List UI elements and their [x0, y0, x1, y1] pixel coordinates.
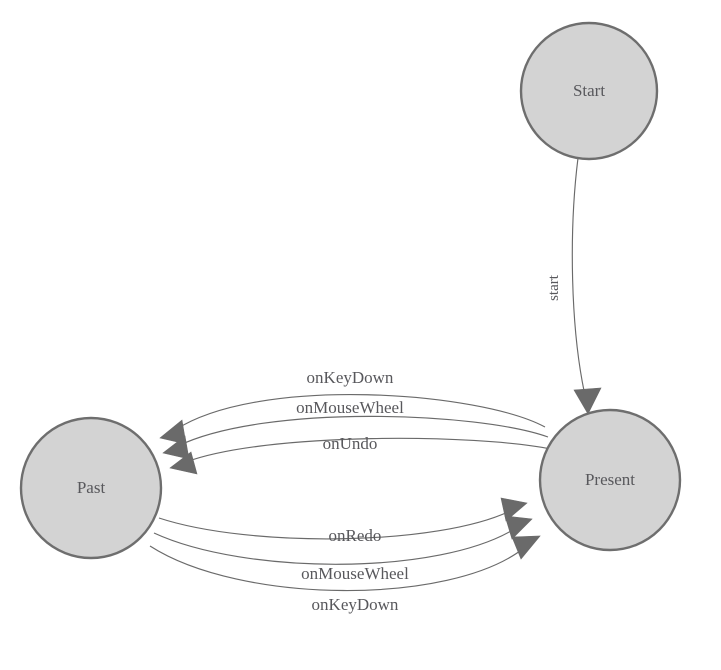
edge-present-to-past-onkeydown[interactable]: onKeyDown: [159, 368, 546, 445]
arrowhead-into-past-2: [162, 435, 190, 460]
edge-lower-2-path: [153, 527, 517, 565]
edge-lower-3-path: [149, 545, 525, 592]
node-past[interactable]: Past: [19, 416, 163, 560]
node-start-circle[interactable]: [519, 21, 659, 161]
arrowhead-into-present-top: [573, 387, 602, 415]
edge-group-past-to-present: onRedo onMouseWheel onKeyDown: [149, 497, 541, 614]
arrowhead-into-past-1: [159, 419, 187, 445]
arrowhead-into-present-2: [504, 515, 533, 540]
edge-upper-1-path: [174, 393, 546, 431]
node-start-label: Start: [573, 81, 605, 100]
node-past-circle[interactable]: [19, 416, 163, 560]
node-start[interactable]: Start: [519, 21, 659, 161]
edge-label-lower-1: onRedo: [329, 526, 382, 545]
edge-start-path: [571, 157, 587, 401]
node-present-circle[interactable]: [538, 408, 682, 552]
edge-label-lower-3: onKeyDown: [312, 595, 399, 614]
arrowhead-into-present-1: [500, 497, 528, 522]
edge-label-upper-3: onUndo: [323, 434, 378, 453]
edge-label-upper-1: onKeyDown: [307, 368, 394, 387]
edge-label-lower-2: onMouseWheel: [301, 564, 409, 583]
edge-lower-1-path: [158, 509, 513, 540]
edge-present-to-past-onundo[interactable]: onUndo: [169, 434, 552, 475]
edge-group-present-to-past: onKeyDown onMouseWheel onUndo: [159, 368, 552, 475]
arrowhead-into-present-3: [511, 535, 541, 560]
edge-start-to-present[interactable]: start: [546, 157, 602, 415]
edge-past-to-present-onredo[interactable]: onRedo: [158, 497, 528, 545]
edge-upper-2-path: [177, 415, 549, 447]
node-present[interactable]: Present: [538, 408, 682, 552]
edge-label-start: start: [546, 274, 562, 301]
node-present-label: Present: [585, 470, 635, 489]
arrowhead-into-past-3: [169, 451, 198, 475]
edge-label-upper-2: onMouseWheel: [296, 398, 404, 417]
edge-past-to-present-onmousewheel[interactable]: onMouseWheel: [153, 515, 533, 583]
edge-upper-3-path: [185, 437, 552, 463]
node-past-label: Past: [77, 478, 106, 497]
edge-past-to-present-onkeydown[interactable]: onKeyDown: [149, 535, 541, 614]
edge-present-to-past-onmousewheel[interactable]: onMouseWheel: [162, 398, 549, 460]
